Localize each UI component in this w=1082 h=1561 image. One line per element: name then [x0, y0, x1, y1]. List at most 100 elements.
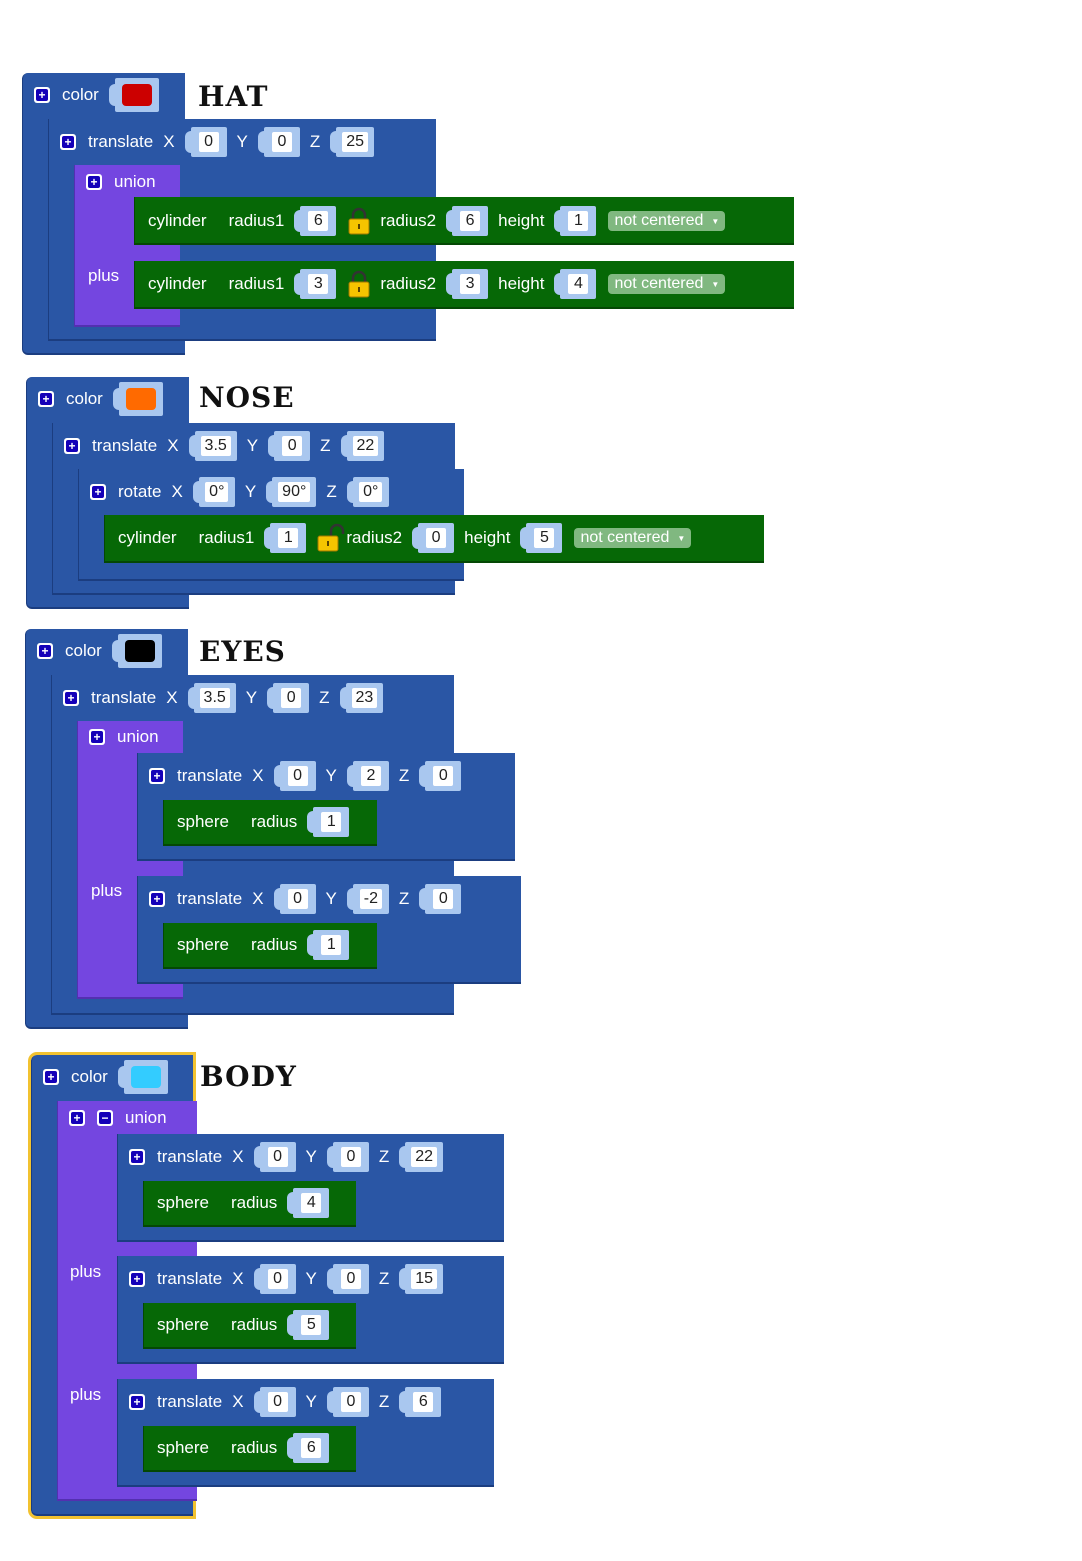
z-input[interactable]: 25 — [330, 127, 375, 157]
value-field[interactable]: 4 — [301, 1193, 322, 1213]
value-field[interactable]: 3.5 — [199, 688, 230, 708]
value-field[interactable]: 1 — [568, 211, 589, 231]
height-input[interactable]: 4 — [554, 269, 597, 299]
expand-icon[interactable]: + — [129, 1271, 145, 1287]
height-input[interactable]: 5 — [520, 523, 563, 553]
color-picker[interactable] — [108, 78, 159, 112]
radius2-input[interactable]: 3 — [446, 269, 489, 299]
value-field[interactable]: 0° — [359, 482, 383, 502]
value-field[interactable]: 0 — [271, 132, 292, 152]
expand-icon[interactable]: + — [38, 391, 54, 407]
value-field[interactable]: 0 — [287, 766, 308, 786]
radius-input[interactable]: 5 — [287, 1310, 330, 1340]
radius-input[interactable]: 6 — [287, 1433, 330, 1463]
lock-icon[interactable] — [346, 269, 372, 299]
radius-input[interactable]: 1 — [307, 807, 350, 837]
expand-icon[interactable]: + — [63, 690, 79, 706]
z-input[interactable]: 23 — [339, 683, 384, 713]
value-field[interactable]: 6 — [308, 211, 329, 231]
value-field[interactable]: 25 — [342, 132, 369, 152]
height-input[interactable]: 1 — [554, 206, 597, 236]
value-field[interactable]: 22 — [352, 436, 379, 456]
value-field[interactable]: 1 — [278, 528, 299, 548]
value-field[interactable]: 5 — [301, 1315, 322, 1335]
value-field[interactable]: 0 — [340, 1147, 361, 1167]
center-dropdown[interactable]: not centered▼ — [608, 274, 726, 294]
value-field[interactable]: 0 — [287, 889, 308, 909]
expand-icon[interactable]: + — [89, 729, 105, 745]
expand-icon[interactable]: + — [149, 891, 165, 907]
x-input[interactable]: 0 — [253, 1264, 296, 1294]
value-field[interactable]: 6 — [413, 1392, 434, 1412]
y-input[interactable]: 90° — [266, 477, 317, 507]
expand-icon[interactable]: + — [69, 1110, 85, 1126]
expand-icon[interactable]: + — [86, 174, 102, 190]
x-input[interactable]: 0 — [184, 127, 227, 157]
y-input[interactable]: 0 — [257, 127, 300, 157]
radius2-input[interactable]: 0 — [412, 523, 455, 553]
x-input[interactable]: 0 — [253, 1387, 296, 1417]
value-field[interactable]: 0 — [282, 436, 303, 456]
color-picker[interactable] — [112, 382, 163, 416]
value-field[interactable]: 3.5 — [200, 436, 231, 456]
collapse-icon[interactable]: − — [97, 1110, 113, 1126]
value-field[interactable]: 0 — [426, 528, 447, 548]
y-input[interactable]: 0 — [326, 1142, 369, 1172]
color-picker[interactable] — [111, 634, 162, 668]
y-input[interactable]: 0 — [268, 431, 311, 461]
radius2-input[interactable]: 6 — [446, 206, 489, 236]
value-field[interactable]: 0 — [267, 1269, 288, 1289]
y-input[interactable]: -2 — [346, 884, 389, 914]
value-field[interactable]: 1 — [321, 935, 342, 955]
value-field[interactable]: 0 — [267, 1392, 288, 1412]
value-field[interactable]: 22 — [411, 1147, 438, 1167]
value-field[interactable]: 3 — [460, 274, 481, 294]
z-input[interactable]: 22 — [399, 1142, 444, 1172]
expand-icon[interactable]: + — [64, 438, 80, 454]
expand-icon[interactable]: + — [149, 768, 165, 784]
x-input[interactable]: 0° — [192, 477, 235, 507]
x-input[interactable]: 0 — [273, 884, 316, 914]
value-field[interactable]: 5 — [534, 528, 555, 548]
expand-icon[interactable]: + — [37, 643, 53, 659]
value-field[interactable]: 0° — [205, 482, 229, 502]
radius1-input[interactable]: 3 — [294, 269, 337, 299]
x-input[interactable]: 3.5 — [187, 683, 236, 713]
center-dropdown[interactable]: not centered▼ — [608, 211, 726, 231]
value-field[interactable]: 0 — [267, 1147, 288, 1167]
value-field[interactable]: 23 — [351, 688, 378, 708]
radius1-input[interactable]: 1 — [264, 523, 307, 553]
value-field[interactable]: 3 — [308, 274, 329, 294]
y-input[interactable]: 0 — [326, 1387, 369, 1417]
expand-icon[interactable]: + — [90, 484, 106, 500]
value-field[interactable]: 90° — [278, 482, 311, 502]
expand-icon[interactable]: + — [34, 87, 50, 103]
z-input[interactable]: 0 — [419, 761, 462, 791]
value-field[interactable]: -2 — [359, 889, 382, 909]
x-input[interactable]: 0 — [253, 1142, 296, 1172]
value-field[interactable]: 6 — [460, 211, 481, 231]
z-input[interactable]: 6 — [399, 1387, 442, 1417]
color-picker[interactable] — [117, 1060, 168, 1094]
value-field[interactable]: 1 — [321, 812, 342, 832]
value-field[interactable]: 0 — [340, 1269, 361, 1289]
value-field[interactable]: 0 — [433, 766, 454, 786]
y-input[interactable]: 0 — [267, 683, 310, 713]
unlocked-icon[interactable] — [316, 523, 345, 553]
expand-icon[interactable]: + — [129, 1149, 145, 1165]
radius1-input[interactable]: 6 — [294, 206, 337, 236]
radius-input[interactable]: 1 — [307, 930, 350, 960]
expand-icon[interactable]: + — [129, 1394, 145, 1410]
x-input[interactable]: 0 — [273, 761, 316, 791]
radius-input[interactable]: 4 — [287, 1188, 330, 1218]
expand-icon[interactable]: + — [60, 134, 76, 150]
y-input[interactable]: 0 — [326, 1264, 369, 1294]
z-input[interactable]: 0° — [346, 477, 389, 507]
value-field[interactable]: 0 — [340, 1392, 361, 1412]
z-input[interactable]: 22 — [340, 431, 385, 461]
center-dropdown[interactable]: not centered▼ — [574, 528, 692, 548]
value-field[interactable]: 0 — [433, 889, 454, 909]
y-input[interactable]: 2 — [346, 761, 389, 791]
value-field[interactable]: 0 — [198, 132, 219, 152]
value-field[interactable]: 0 — [281, 688, 302, 708]
